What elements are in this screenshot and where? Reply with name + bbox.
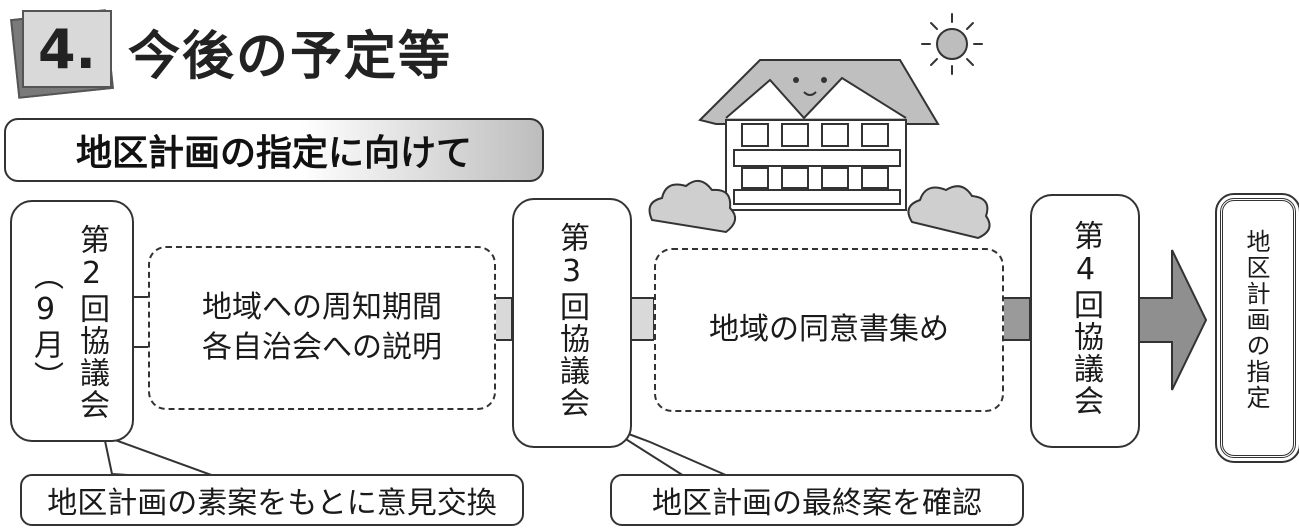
awareness-period-line2: 各自治会への説明 bbox=[202, 330, 442, 365]
meeting-2-label: 第2回協議会 bbox=[74, 224, 109, 421]
final-designation-box: 地区計画の指定 bbox=[1215, 193, 1299, 463]
bush-icon bbox=[648, 179, 991, 240]
consent-collection-label: 地域の同意書集め bbox=[709, 312, 949, 347]
meeting-4-box: 第4回協議会 bbox=[1030, 194, 1140, 448]
awareness-period-line1: 地域への周知期間 bbox=[202, 290, 442, 325]
meeting-2-box: 第2回協議会 （9月） bbox=[10, 200, 134, 442]
section-number-badge: 4. bbox=[22, 10, 112, 88]
flow-band bbox=[999, 297, 1031, 341]
callout-exchange-opinions: 地区計画の素案をもとに意見交換 bbox=[20, 474, 524, 526]
awareness-period-box: 地域への周知期間 各自治会への説明 bbox=[148, 246, 496, 410]
page-title: 今後の予定等 bbox=[128, 27, 453, 87]
final-designation-label: 地区計画の指定 bbox=[1242, 229, 1270, 411]
school-building-illustration bbox=[698, 59, 940, 211]
flow-band bbox=[627, 297, 655, 341]
arrow-right-icon bbox=[1135, 249, 1208, 391]
meeting-2-date: （9月） bbox=[28, 260, 63, 393]
consent-collection-box: 地域の同意書集め bbox=[654, 248, 1004, 412]
subtitle-bar: 地区計画の指定に向けて bbox=[4, 118, 544, 182]
meeting-3-label: 第3回協議会 bbox=[554, 222, 589, 419]
meeting-4-label: 第4回協議会 bbox=[1068, 220, 1103, 417]
sun-icon bbox=[921, 13, 983, 75]
callout-confirm-final-draft: 地区計画の最終案を確認 bbox=[610, 474, 1024, 526]
connector-lines bbox=[132, 296, 148, 348]
meeting-3-box: 第3回協議会 bbox=[512, 198, 632, 448]
